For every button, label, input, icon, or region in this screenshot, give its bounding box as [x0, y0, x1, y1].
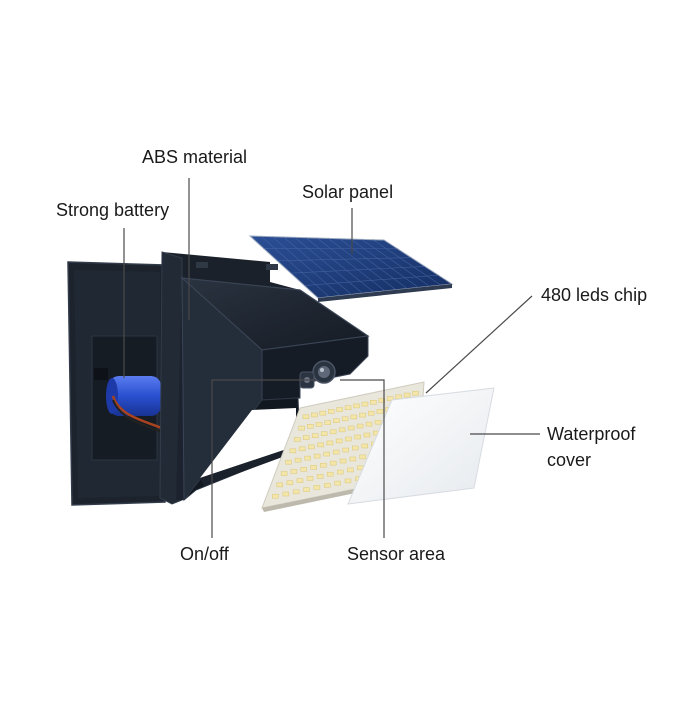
led-chip	[362, 402, 368, 406]
led-chip	[328, 409, 334, 413]
led-chip	[333, 419, 339, 423]
leader-leds-chip	[426, 296, 532, 393]
label-waterproof-line1: Waterproof	[547, 422, 635, 447]
led-chip	[352, 446, 358, 450]
led-chip	[404, 393, 410, 397]
led-chip	[291, 469, 297, 473]
led-chip	[308, 445, 314, 449]
led-chip	[355, 435, 361, 439]
led-chip	[366, 422, 372, 426]
led-chip	[324, 452, 330, 456]
led-chip	[350, 457, 356, 461]
led-chip	[396, 395, 402, 399]
led-chip	[343, 448, 349, 452]
led-chip	[277, 483, 283, 487]
led-chip	[290, 449, 296, 453]
led-chip	[339, 428, 345, 432]
led-chip	[295, 458, 301, 462]
led-chip	[347, 468, 353, 472]
led-chip	[325, 421, 331, 425]
led-chip	[337, 470, 343, 474]
label-strong-battery: Strong battery	[56, 198, 169, 223]
led-chip	[318, 443, 324, 447]
led-chip	[354, 404, 360, 408]
label-solar-panel: Solar panel	[302, 180, 393, 205]
led-chip	[357, 424, 363, 428]
led-chip	[303, 436, 309, 440]
led-chip	[327, 441, 333, 445]
led-chip	[299, 426, 305, 430]
label-leds-chip: 480 leds chip	[541, 283, 647, 308]
led-chip	[336, 439, 342, 443]
led-chip	[345, 406, 351, 410]
led-chip	[333, 450, 339, 454]
led-chip	[272, 494, 278, 498]
led-chip	[335, 481, 341, 485]
led-chip	[307, 476, 313, 480]
led-chip	[320, 411, 326, 415]
led-chip	[330, 430, 336, 434]
label-sensor-area: Sensor area	[347, 542, 445, 567]
led-chip	[345, 479, 351, 483]
led-chip	[293, 490, 299, 494]
label-abs-material: ABS material	[142, 145, 247, 170]
led-chip	[314, 485, 320, 489]
led-chip	[370, 400, 376, 404]
led-chip	[312, 434, 318, 438]
sensor-lens-icon	[313, 361, 335, 383]
led-chip	[297, 479, 303, 483]
led-chip	[362, 444, 368, 448]
led-chip	[324, 483, 330, 487]
led-chip	[301, 467, 307, 471]
led-chip	[360, 413, 366, 417]
led-chip	[375, 420, 381, 424]
led-chip	[377, 409, 383, 413]
led-chip	[287, 481, 293, 485]
led-chip	[305, 456, 311, 460]
label-waterproof-line2: cover	[547, 448, 591, 473]
led-chip	[316, 422, 322, 426]
led-chip	[340, 459, 346, 463]
label-on-off: On/off	[180, 542, 229, 567]
led-chip	[351, 415, 357, 419]
led-chip	[283, 492, 289, 496]
led-chip	[345, 437, 351, 441]
led-chip	[337, 408, 343, 412]
led-chip	[342, 417, 348, 421]
led-chip	[317, 474, 323, 478]
led-chip	[348, 426, 354, 430]
led-chip	[304, 488, 310, 492]
led-chip	[303, 415, 309, 419]
led-chip	[360, 455, 366, 459]
led-chip	[299, 447, 305, 451]
led-chip	[321, 432, 327, 436]
led-chip	[327, 472, 333, 476]
led-chip	[368, 411, 374, 415]
led-chip	[281, 472, 287, 476]
led-chip	[320, 463, 326, 467]
led-chip	[294, 437, 300, 441]
led-chip	[311, 413, 317, 417]
led-chip	[286, 460, 292, 464]
led-chip	[412, 391, 418, 395]
led-chip	[330, 461, 336, 465]
led-chip	[311, 465, 317, 469]
led-chip	[314, 454, 320, 458]
led-chip	[307, 424, 313, 428]
led-chip	[364, 433, 370, 437]
